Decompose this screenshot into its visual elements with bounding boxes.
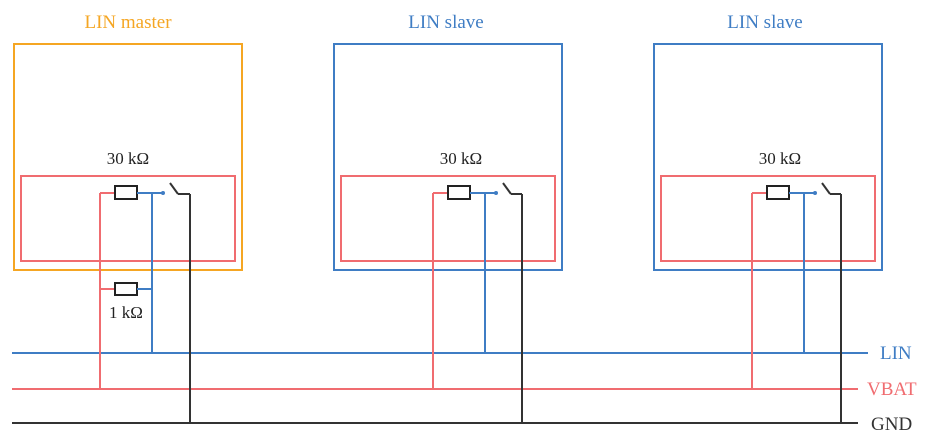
switch-contact [494, 191, 498, 195]
resistor-30k [447, 185, 471, 200]
node-box [13, 43, 243, 271]
transceiver-box [340, 175, 556, 262]
resistor-30k [766, 185, 790, 200]
resistor-1k [114, 282, 138, 296]
lin-slave-node: LIN slave 30 kΩ [333, 12, 563, 423]
node-title: LIN master [84, 12, 172, 33]
pullup-resistor-label: 1 kΩ [109, 303, 143, 322]
lin-slave-node: LIN slave 30 kΩ [653, 12, 883, 423]
gnd-bus-label: GND [871, 414, 912, 435]
switch-contact [813, 191, 817, 195]
switch-arm [502, 182, 512, 195]
transceiver-box [20, 175, 236, 262]
vbat-bus-label: VBAT [867, 379, 917, 400]
resistor-label: 30 kΩ [759, 149, 801, 168]
lin-master-node: LIN master 30 kΩ 1 kΩ [13, 12, 243, 423]
resistor-label: 30 kΩ [440, 149, 482, 168]
bus-lines [12, 352, 868, 424]
node-title: LIN slave [727, 12, 802, 33]
node-box [653, 43, 883, 271]
node-title: LIN slave [408, 12, 483, 33]
resistor-label: 30 kΩ [107, 149, 149, 168]
transceiver-box [660, 175, 876, 262]
switch-contact [161, 191, 165, 195]
node-box [333, 43, 563, 271]
lin-bus-label: LIN [880, 343, 912, 364]
resistor-30k [114, 185, 138, 200]
switch-arm [821, 182, 831, 195]
switch-arm [169, 182, 179, 195]
